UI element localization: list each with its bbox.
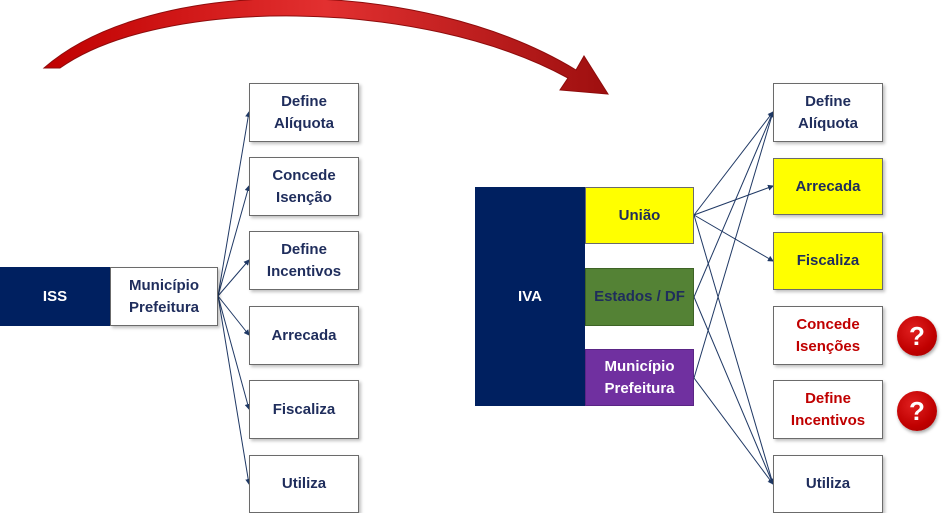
right-connector [693,377,774,485]
left-connector [217,185,251,297]
right-function-label: Arrecada [795,177,861,195]
estados-box: Estados / DF [585,268,694,326]
right-connector [693,111,775,379]
left-connector [217,295,250,336]
uniao-box: União [585,187,694,244]
left-connector [217,295,251,410]
left-function-box: Define Incentivos [249,231,359,290]
left-connector [217,295,252,485]
left-function-label: Concede Isenção [272,166,336,206]
right-function-box: Define Alíquota [773,83,883,142]
right-function-box: Utiliza [773,455,883,513]
municipio-box: Município Prefeitura [585,349,694,406]
right-function-label: Define Alíquota [798,92,858,132]
left-function-box: Define Alíquota [249,83,359,142]
iva-label: IVA [518,287,542,305]
right-connector [693,296,774,485]
right-function-box: Arrecada [773,158,883,215]
right-function-box: Define Incentivos [773,380,883,439]
estados-label: Estados / DF [594,288,685,305]
left-function-box: Fiscaliza [249,380,359,439]
curved-arrow-icon [42,0,609,95]
left-function-label: Arrecada [271,326,337,344]
left-entity-box: Município Prefeitura [110,267,218,326]
question-mark-text: ? [909,320,925,351]
left-function-box: Arrecada [249,306,359,365]
right-function-label: Utiliza [805,475,851,492]
right-function-label: Concede Isenções [795,315,861,355]
right-function-label: Define Incentivos [790,389,866,429]
left-function-label: Utiliza [281,475,327,492]
left-connector [217,111,252,297]
left-connectors [217,111,252,485]
right-function-box: Fiscaliza [773,232,883,290]
question-mark-text: ? [909,395,925,426]
right-connectors [693,111,775,485]
question-mark-icon: ? [897,391,937,431]
left-function-box: Utiliza [249,455,359,513]
right-connector [693,184,774,216]
right-function-label: Fiscaliza [796,252,860,269]
iva-source-box: IVA [475,187,585,406]
right-connector [693,214,774,262]
iss-label: ISS [42,287,68,305]
right-function-box: Concede Isenções [773,306,883,365]
iss-source-box: ISS [0,267,110,326]
left-function-label: Fiscaliza [272,400,336,418]
uniao-label: União [618,206,661,224]
right-connector [693,111,774,216]
left-entity-label: Município Prefeitura [128,276,200,316]
left-connector [217,259,250,297]
left-function-label: Define Incentivos [266,240,342,280]
right-connector [693,214,775,485]
question-mark-icon: ? [897,316,937,356]
municipio-label: Município Prefeitura [604,357,675,397]
left-function-label: Define Alíquota [274,92,334,132]
right-connector [693,111,774,298]
left-function-box: Concede Isenção [249,157,359,216]
